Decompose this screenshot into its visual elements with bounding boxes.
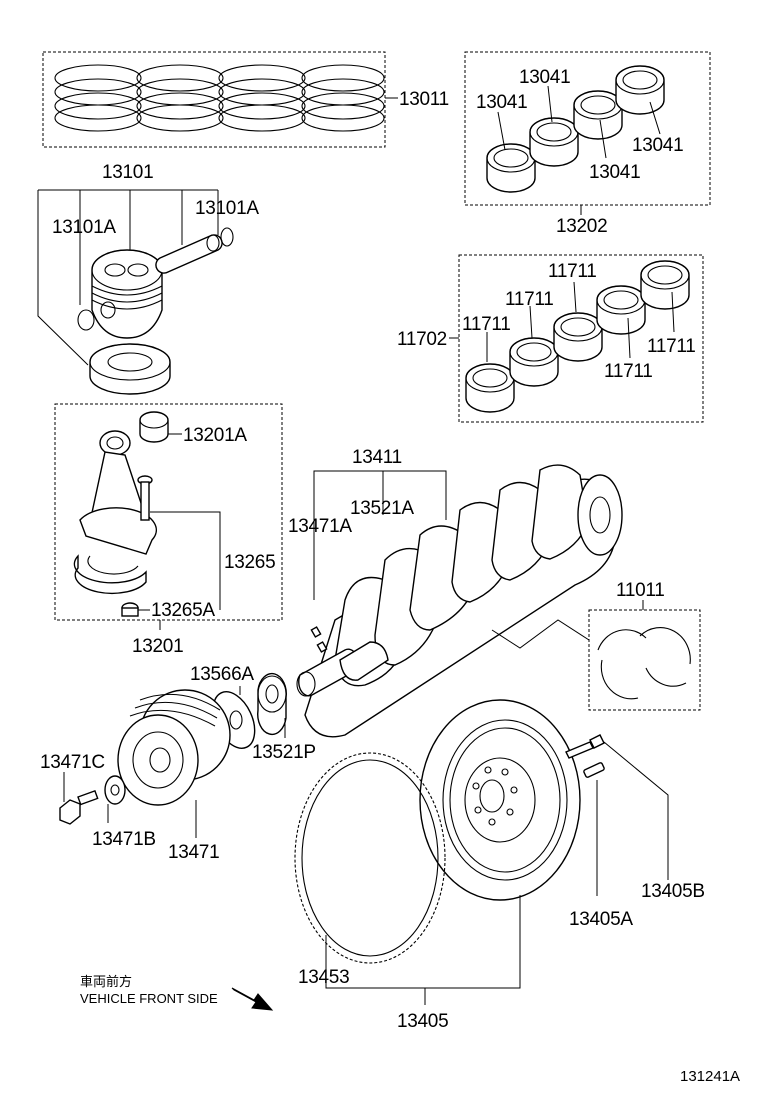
label-13041-c: 13041	[589, 162, 640, 183]
label-11711-e: 11711	[647, 336, 696, 357]
label-13405A: 13405A	[569, 909, 633, 930]
label-13471A: 13471A	[288, 516, 352, 537]
crank-bearing-shells	[465, 260, 690, 413]
crank-key-2	[316, 641, 328, 653]
piston-rings-group: 13011	[42, 51, 449, 148]
crank-bearings-group: 11711 11711 11711 11711 11711 11702	[397, 254, 704, 423]
label-13471B: 13471B	[92, 829, 156, 850]
label-13101A-right: 13101A	[195, 198, 259, 219]
label-13011: 13011	[399, 89, 449, 110]
crankshaft	[296, 464, 623, 738]
crank-key-1	[310, 626, 322, 638]
label-13265A: 13265A	[151, 600, 215, 621]
flywheel	[419, 699, 581, 901]
label-13201: 13201	[132, 636, 183, 657]
ring-gear	[294, 752, 446, 964]
pulley-bolt	[59, 789, 99, 825]
flywheel-group: 13405B 13405A 13453 13405	[294, 699, 705, 1032]
crank-bearings-box	[458, 254, 704, 423]
piston-rings-box	[42, 51, 386, 148]
thrust-washer-1	[597, 629, 647, 651]
dowel-pin	[583, 762, 605, 778]
crank-pulley	[117, 689, 231, 806]
piston	[91, 249, 163, 339]
label-13405: 13405	[397, 1011, 448, 1032]
label-13202: 13202	[556, 216, 607, 237]
conrod-bearings-group: 13041 13041 13041 13041 13202	[464, 51, 711, 237]
label-13521A: 13521A	[350, 498, 414, 519]
conrod-bearings-box	[464, 51, 711, 206]
label-13041-b: 13041	[519, 67, 570, 88]
pulley-washer	[104, 775, 126, 805]
piston-ring-set-1	[54, 64, 142, 132]
crank-timing-gear	[257, 672, 287, 736]
label-13411: 13411	[352, 447, 402, 468]
arrow-down-right-icon	[231, 987, 274, 1011]
label-13041-d: 13041	[632, 135, 683, 156]
front-note-japanese: 車両前方	[80, 974, 132, 989]
front-note-english: VEHICLE FRONT SIDE	[80, 991, 218, 1006]
crankshaft-group: 13411 13521A 13471A	[288, 447, 623, 738]
label-11711-d: 11711	[604, 361, 653, 382]
label-13521P: 13521P	[252, 742, 316, 763]
piston-ring-set-4	[301, 64, 385, 132]
piston-ring-set-2	[136, 64, 224, 132]
conrod-bolt	[137, 475, 153, 521]
label-13471C: 13471C	[40, 752, 105, 773]
label-13101: 13101	[102, 162, 153, 183]
conrod-bushing	[139, 411, 169, 443]
piston-group: 13101 13101A 13101A	[37, 162, 260, 395]
label-11711-c: 11711	[548, 261, 597, 282]
label-13101A-left: 13101A	[52, 217, 116, 238]
snap-ring-left	[77, 309, 95, 331]
label-13471: 13471	[168, 842, 219, 863]
label-13566A: 13566A	[190, 664, 254, 685]
piston-top-view	[89, 343, 171, 395]
piston-pin	[155, 234, 223, 274]
label-11011: 11011	[616, 580, 665, 601]
front-side-note: 車両前方 VEHICLE FRONT SIDE	[80, 974, 274, 1011]
label-13405B: 13405B	[641, 881, 705, 902]
connecting-rod-box	[54, 403, 283, 621]
thrust-washers-group: 11011	[491, 580, 701, 711]
figure-id: 131241A	[680, 1068, 740, 1085]
connecting-rod-group: 13201A 13265 13265A 13201	[54, 403, 283, 657]
snap-ring-right	[220, 227, 234, 247]
conrod-bearing-shells	[486, 65, 665, 193]
thrust-washer-2	[639, 627, 691, 665]
label-13041-a: 13041	[476, 92, 527, 113]
flywheel-bolt	[565, 734, 605, 759]
label-13201A: 13201A	[183, 425, 247, 446]
label-13453: 13453	[298, 967, 349, 988]
connecting-rod	[73, 430, 157, 595]
conrod-nut	[121, 602, 139, 617]
front-parts-group: 13566A 13521P 13471 13471B	[40, 664, 316, 863]
thrust-washers-box	[588, 609, 701, 711]
label-11711-b: 11711	[505, 289, 554, 310]
label-13265: 13265	[224, 552, 275, 573]
label-11702: 11702	[397, 329, 447, 350]
label-11711-a: 11711	[462, 314, 511, 335]
piston-ring-set-3	[218, 64, 306, 132]
